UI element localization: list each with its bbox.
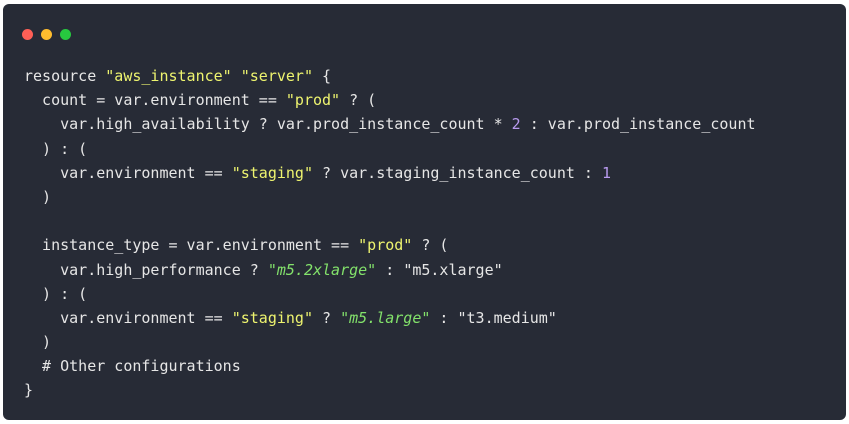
code-token: :	[376, 260, 404, 279]
code-line: )	[24, 185, 756, 209]
code-token: "t3.medium"	[457, 308, 557, 327]
string-token: "staging"	[231, 308, 313, 327]
code-line: var.high_availability ? var.prod_instanc…	[24, 112, 756, 136]
string-token: "staging"	[231, 163, 313, 182]
code-line: }	[24, 378, 756, 402]
maximize-dot-icon[interactable]	[60, 29, 71, 40]
code-token: )	[24, 333, 52, 352]
code-token: ? (	[412, 236, 449, 255]
number-token: 1	[601, 163, 612, 182]
window-controls	[22, 29, 71, 40]
code-token: ) : (	[24, 284, 88, 303]
code-token: :	[430, 308, 458, 327]
string-token: "m5.2xlarge"	[267, 260, 377, 279]
code-token: instance_type = var.environment ==	[24, 236, 359, 255]
string-token: "server"	[240, 67, 313, 85]
code-token	[232, 67, 241, 85]
comment-token: # Other configurations	[24, 357, 241, 376]
code-token: {	[313, 67, 332, 85]
code-token: : var.prod_instance_count	[520, 115, 756, 134]
code-line: var.environment == "staging" ? var.stagi…	[24, 161, 756, 185]
code-token: var.environment ==	[24, 308, 232, 327]
code-token: var.high_availability ? var.prod_instanc…	[24, 115, 512, 134]
code-token: ? (	[340, 91, 377, 110]
code-block: resource "aws_instance" "server" { count…	[24, 64, 756, 403]
code-token: var.environment ==	[24, 163, 232, 182]
code-token: var.high_performance ?	[24, 260, 268, 279]
code-token: }	[24, 381, 34, 400]
code-line: var.high_performance ? "m5.2xlarge" : "m…	[24, 258, 756, 282]
close-dot-icon[interactable]	[22, 29, 33, 40]
number-token: 2	[511, 115, 521, 134]
code-line: var.environment == "staging" ? "m5.large…	[24, 306, 756, 330]
string-token: "prod"	[285, 91, 341, 110]
code-token: ?	[313, 308, 341, 327]
code-token: count = var.environment ==	[24, 91, 286, 110]
minimize-dot-icon[interactable]	[41, 29, 52, 40]
code-token: ? var.staging_instance_count :	[313, 163, 602, 182]
string-token: "aws_instance"	[105, 67, 232, 85]
code-line: resource "aws_instance" "server" {	[24, 64, 756, 88]
code-line: ) : (	[24, 137, 756, 161]
code-token: ) : (	[24, 139, 88, 158]
code-token: )	[24, 187, 52, 206]
string-token: "m5.large"	[340, 308, 431, 327]
code-line: count = var.environment == "prod" ? (	[24, 88, 756, 112]
code-line: instance_type = var.environment == "prod…	[24, 233, 756, 257]
code-line: )	[24, 330, 756, 354]
string-token: "prod"	[358, 236, 413, 255]
code-line	[24, 209, 756, 233]
code-token: "m5.xlarge"	[403, 260, 503, 279]
code-line: # Other configurations	[24, 354, 756, 378]
code-token: resource	[24, 67, 106, 85]
code-window: resource "aws_instance" "server" { count…	[3, 4, 846, 420]
code-line: ) : (	[24, 282, 756, 306]
